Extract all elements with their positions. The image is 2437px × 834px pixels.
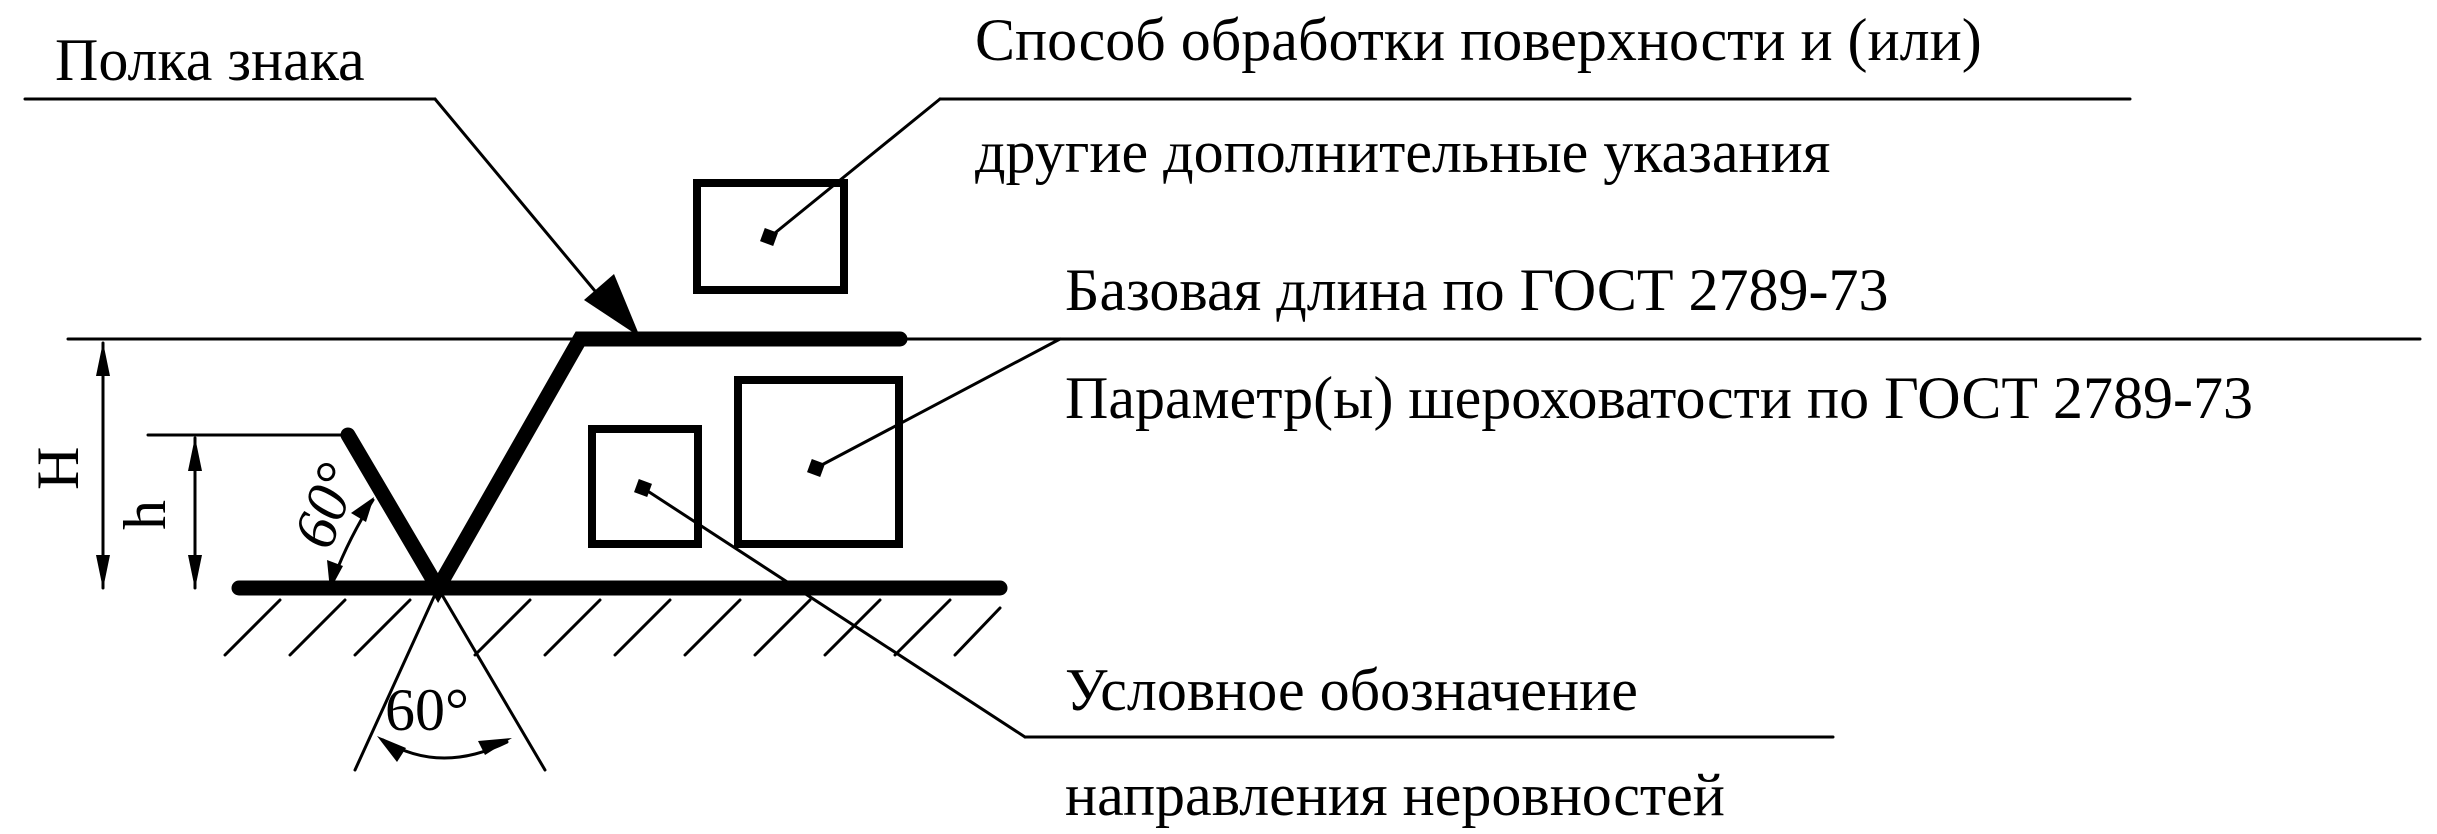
dimension-H-label: H [25, 447, 91, 490]
processing-label-line2: другие дополнительные указания [975, 119, 1830, 185]
processing-label-line1: Способ обработки поверхности и (или) [975, 7, 1982, 73]
dimension-h-label: h [112, 500, 178, 530]
angle-upper-label: 60° [280, 455, 371, 557]
processing-leader [768, 97, 2132, 239]
angle-lower-construction [353, 586, 547, 772]
roughness-box [734, 376, 903, 548]
direction-leader [641, 486, 1835, 739]
sign-shelf-label: Полка знака [55, 27, 365, 93]
direction-label-line2: направления неровностей [1065, 762, 1725, 828]
surface-hatching [223, 598, 1002, 657]
dimension-H [96, 341, 110, 590]
angle-lower-label: 60° [385, 677, 469, 743]
dimension-h [188, 436, 202, 590]
processing-box [693, 179, 848, 294]
roughness-params-label: Параметр(ы) шероховатости по ГОСТ 2789-7… [1065, 365, 2253, 431]
base-length-label: Базовая длина по ГОСТ 2789-73 [1065, 257, 1889, 323]
roughness-sign [340, 331, 908, 603]
sign-shelf-leader [23, 97, 640, 337]
direction-label-line1: Условное обозначение [1065, 657, 1638, 723]
direction-box [588, 425, 702, 548]
angle-arc-upper [327, 497, 375, 590]
roughness-params-leader [814, 337, 2422, 470]
